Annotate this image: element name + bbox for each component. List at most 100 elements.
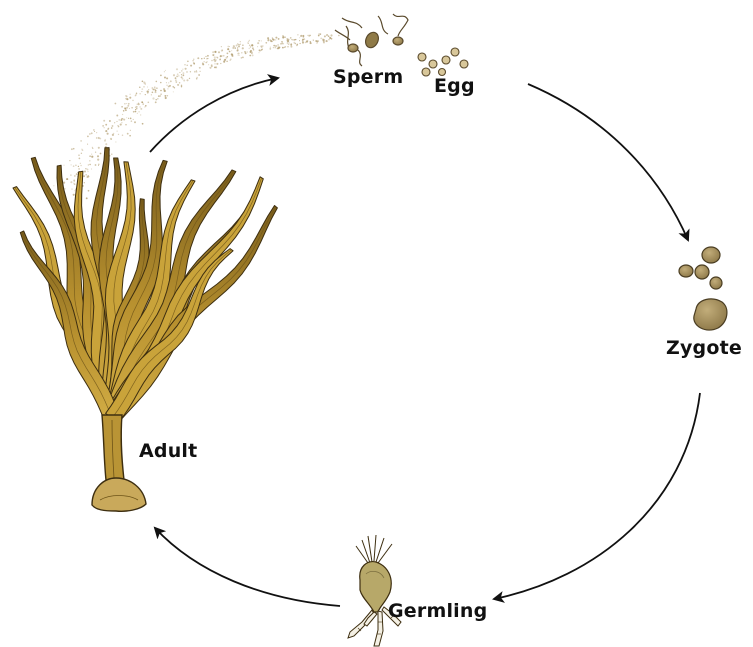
spore-dot — [84, 182, 85, 183]
spore-dot — [229, 51, 231, 53]
spore-dot — [75, 165, 77, 167]
spore-dot — [320, 38, 322, 40]
spore-dot — [288, 39, 290, 41]
spore-dot — [250, 46, 251, 47]
spore-dot — [242, 56, 244, 58]
spore-dot — [122, 114, 123, 115]
spore-dot — [131, 120, 133, 122]
spore-dot — [71, 164, 72, 165]
spore-dot — [220, 63, 221, 64]
spore-dot — [140, 108, 142, 110]
spore-dot — [126, 107, 128, 109]
spore-dot — [145, 105, 147, 107]
spore-dot — [265, 42, 267, 44]
stage-label-sperm: Sperm — [333, 66, 403, 88]
spore-dot — [127, 133, 129, 135]
spore-dot — [182, 69, 183, 70]
spore-dot — [160, 90, 162, 92]
spore-dot — [137, 113, 138, 114]
spore-dot — [196, 78, 198, 80]
spore-dot — [293, 40, 294, 41]
spore-dot — [239, 55, 240, 56]
spore-dot — [141, 91, 142, 92]
spore-dot — [143, 86, 144, 87]
spore-dot — [142, 103, 143, 104]
spore-dot — [78, 154, 80, 156]
spore-dot — [237, 49, 238, 50]
spore-dot — [102, 125, 104, 127]
spore-dot — [73, 194, 75, 196]
spore-dot — [129, 97, 131, 99]
spore-dot — [74, 190, 75, 191]
spore-dot — [277, 46, 278, 47]
spore-dot — [93, 129, 94, 130]
spore-dot — [196, 70, 197, 71]
spore-dot — [338, 35, 340, 37]
spore-dot — [322, 39, 324, 41]
spore-dot — [291, 39, 292, 40]
spore-dot — [309, 36, 310, 37]
spore-dot — [275, 37, 277, 39]
spore-dot — [105, 143, 107, 145]
spore-dot — [74, 181, 75, 182]
spore-dot — [183, 79, 185, 81]
spore-dot — [201, 58, 202, 59]
spore-dot — [91, 132, 93, 134]
spore-dot — [100, 153, 102, 155]
spore-dot — [111, 154, 112, 155]
spore-dot — [121, 106, 123, 108]
spore-dot — [216, 63, 218, 65]
spore-dot — [151, 94, 152, 95]
spore-dot — [111, 139, 112, 140]
spore-dot — [235, 48, 236, 49]
spore-dot — [133, 119, 134, 120]
spore-dot — [175, 77, 177, 79]
spore-dot — [91, 156, 93, 158]
spore-dot — [281, 41, 283, 43]
spore-dot — [63, 165, 64, 166]
spore-dot — [163, 88, 165, 90]
spore-dot — [192, 60, 193, 61]
spore-dot — [211, 60, 213, 62]
spore-dot — [186, 79, 188, 81]
spore-dot — [247, 51, 248, 52]
spore-dot — [109, 120, 111, 122]
spore-dot — [86, 197, 88, 199]
spore-dot — [170, 80, 172, 82]
spore-dot — [165, 70, 166, 71]
spore-dot — [253, 49, 255, 51]
spore-dot — [182, 72, 184, 74]
spore-dot — [89, 164, 90, 165]
spore-dot — [238, 44, 240, 46]
spore-dot — [215, 66, 217, 68]
spore-dot — [306, 41, 307, 42]
spore-dot — [258, 40, 259, 41]
spore-dot — [164, 77, 166, 79]
spore-dot — [281, 42, 283, 44]
spore-dot — [104, 127, 105, 128]
spore-dot — [237, 43, 238, 44]
spore-dot — [261, 49, 263, 51]
spore-dot — [70, 181, 72, 183]
spore-dot — [104, 140, 106, 142]
spore-dot — [116, 115, 118, 117]
spore-dot — [252, 47, 254, 49]
spore-dot — [221, 46, 222, 47]
spore-dot — [151, 87, 153, 89]
spore-dot — [274, 47, 275, 48]
spore-dot — [208, 64, 209, 65]
spore-dot — [168, 86, 170, 88]
spore-dot — [294, 39, 296, 41]
spore-dot — [275, 45, 277, 47]
spore-dot — [157, 98, 159, 100]
spore-dot — [232, 55, 234, 57]
spore-dot — [124, 103, 126, 105]
spore-dot — [174, 87, 175, 88]
spore-dot — [141, 101, 143, 103]
spore-dot — [214, 58, 216, 60]
spore-dot — [307, 35, 308, 36]
spore-dot — [154, 86, 155, 87]
spore-dot — [86, 176, 88, 178]
spore-dot — [118, 134, 119, 135]
spore-dot — [214, 51, 216, 53]
